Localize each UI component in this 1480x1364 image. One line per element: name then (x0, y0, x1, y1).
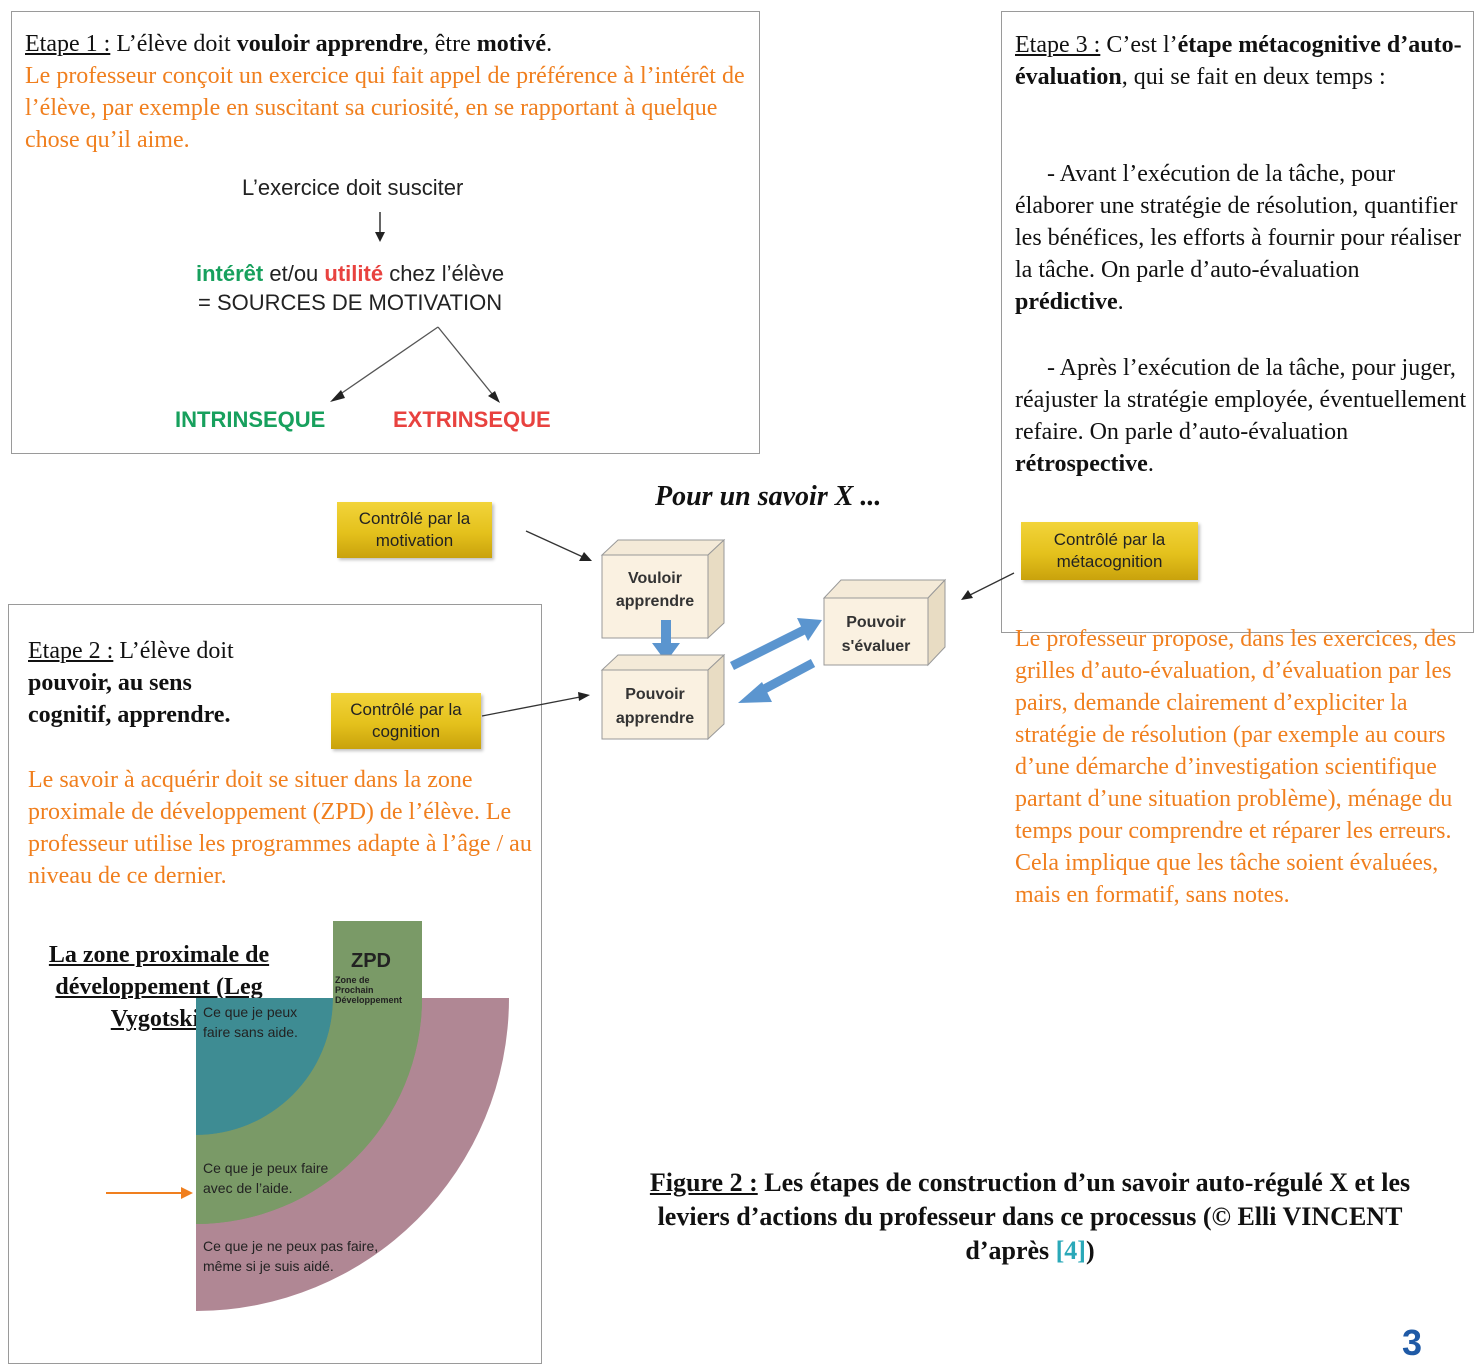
zone-with-help-text-1: Ce que je peux faire (203, 1160, 329, 1176)
page-number: 3 (1402, 1322, 1423, 1363)
diagram-interest-line: intérêt et/ou utilité chez l’élève (196, 261, 505, 286)
diagram-arrows (330, 212, 500, 403)
extrinseque-label: EXTRINSEQUE (393, 407, 551, 432)
step2-heading: Etape 2 : L’élève doit pouvoir, au sens … (28, 638, 234, 728)
step2-label: Etape 2 : (28, 638, 114, 664)
step3-heading: Etape 3 : C’est l’étape métacognitive d’… (1015, 32, 1462, 90)
step3-predictive: - Avant l’exécution de la tâche, pour él… (1015, 161, 1462, 315)
zpd-letters: ZPD (351, 950, 391, 972)
zpd-arrow (333, 921, 422, 998)
figure-label: Figure 2 : (649, 1168, 758, 1197)
step1-teacher-text: Le professeur conçoit un exercice qui fa… (25, 63, 745, 153)
cube-pouvoir-sevaluer: Pouvoir s'évaluer (822, 578, 947, 667)
zone-cannot-text-2: même si je suis aidé. (203, 1258, 334, 1274)
center-title: Pour un savoir X ... (655, 481, 882, 512)
zone-without-help-text-1: Ce que je peux (203, 1004, 297, 1020)
reference-link[interactable]: [4] (1055, 1236, 1086, 1265)
zone-without-help-text-2: faire sans aide. (203, 1024, 298, 1040)
zone-with-help-text-2: avec de l’aide. (203, 1180, 293, 1196)
step3-box: Etape 3 : C’est l’étape métacognitive d’… (1001, 11, 1474, 908)
intrinseque-label: INTRINSEQUE (175, 407, 326, 432)
diagram-top-label: L’exercice doit susciter (242, 175, 464, 200)
step1-label: Etape 1 : (25, 31, 111, 57)
figure-caption: Figure 2 : Les étapes de construction d’… (649, 1168, 1411, 1265)
tag-metacognition: Contrôlé par la métacognition (1021, 522, 1198, 580)
zpd-sub-2: Prochain (335, 985, 374, 995)
tag-cognition: Contrôlé par la cognition (331, 693, 481, 749)
step3-teacher-text: Le professeur propose, dans les exercice… (1015, 626, 1457, 908)
svg-text:Pouvoir: Pouvoir (625, 686, 685, 703)
step2-box: Etape 2 : L’élève doit pouvoir, au sens … (8, 604, 542, 1364)
utilite-word: utilité (324, 261, 384, 286)
interet-word: intérêt (196, 261, 264, 286)
step2-teacher-text: Le savoir à acquérir doit se situer dans… (28, 767, 532, 889)
zone-without-help (196, 998, 333, 1135)
svg-text:apprendre: apprendre (616, 710, 694, 727)
step3-label: Etape 3 : (1015, 32, 1101, 58)
cube-vouloir-apprendre: Vouloir apprendre (600, 538, 726, 640)
step3-retrospective: - Après l’exécution de la tâche, pour ju… (1015, 355, 1467, 477)
zpd-title: La zone proximale de développement (Leg … (48, 942, 270, 1032)
tag-motivation: Contrôlé par la motivation (337, 502, 492, 558)
diagram-sources-line: = SOURCES DE MOTIVATION (198, 290, 503, 315)
zpd-sub-1: Zone de (335, 975, 370, 985)
zpd-sub-3: Développement (335, 995, 402, 1005)
svg-text:Vouloir: Vouloir (628, 570, 682, 587)
zpd-diagram: ZPD Zone de Prochain Développement Ce qu… (106, 921, 509, 1311)
motivation-diagram: L’exercice doit susciter intérêt et/ou u… (12, 12, 761, 455)
svg-text:apprendre: apprendre (616, 593, 694, 610)
svg-text:s'évaluer: s'évaluer (842, 638, 911, 655)
step1-heading: Etape 1 : L’élève doit vouloir apprendre… (25, 31, 553, 57)
svg-text:Pouvoir: Pouvoir (846, 614, 906, 631)
cube-pouvoir-apprendre: Pouvoir apprendre (600, 653, 726, 741)
step1-box: Etape 1 : L’élève doit vouloir apprendre… (11, 11, 760, 454)
zone-cannot-text-1: Ce que je ne peux pas faire, (203, 1238, 378, 1254)
